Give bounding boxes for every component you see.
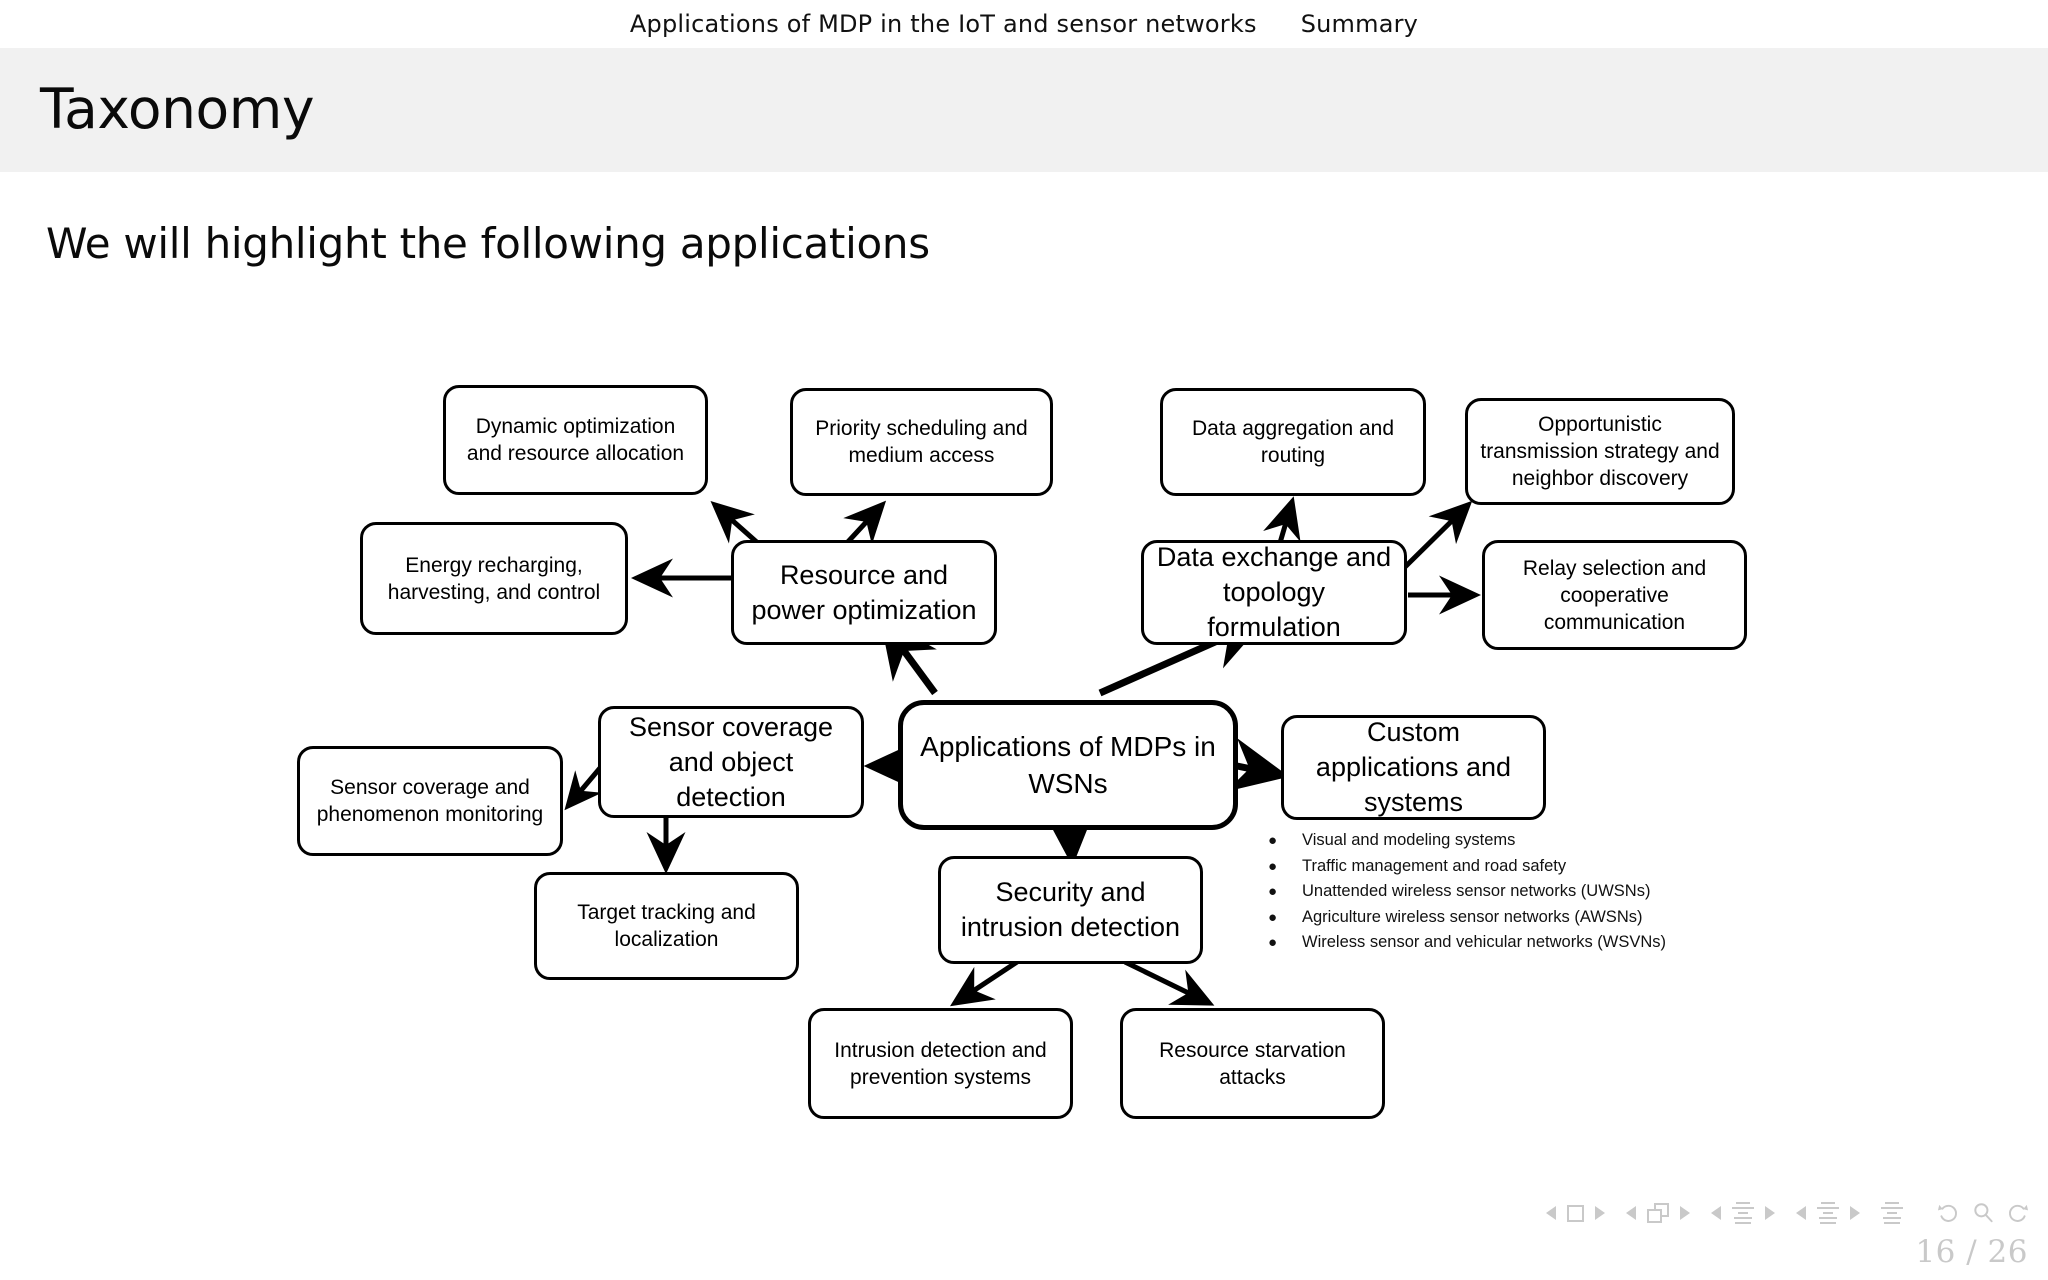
breadcrumb-summary[interactable]: Summary <box>1300 10 1419 38</box>
node-label: Sensor coverage and phenomenon monitorin… <box>316 776 544 826</box>
node-priority-scheduling[interactable]: Priority scheduling and medium access <box>790 388 1053 496</box>
page-number: 16 / 26 <box>1915 1234 2028 1270</box>
subsection-nav-group <box>1626 1203 1690 1223</box>
node-label: Applications of MDPs in WSNs <box>920 731 1216 799</box>
node-hub-applications-mdp-wsn[interactable]: Applications of MDPs in WSNs <box>898 700 1238 830</box>
list-item: ● Traffic management and road safety <box>1268 854 1738 880</box>
node-resource-power-optimization[interactable]: Resource and power optimization <box>731 540 997 645</box>
node-label: Security and intrusion detection <box>960 877 1181 942</box>
list-item: ● Unattended wireless sensor networks (U… <box>1268 879 1738 905</box>
node-label: Custom applications and systems <box>1315 717 1512 817</box>
frame-nav-group <box>1546 1204 1605 1222</box>
frame-icon[interactable] <box>1567 1204 1584 1222</box>
document-nav-group <box>1881 1201 1903 1225</box>
node-energy-recharging[interactable]: Energy recharging, harvesting, and contr… <box>360 522 628 635</box>
list-item-label: Visual and modeling systems <box>1302 831 1516 849</box>
node-label: Dynamic optimization and resource alloca… <box>466 415 685 465</box>
node-sensor-object-detection[interactable]: Sensor coverage and object detection <box>598 706 864 818</box>
next-section-icon[interactable] <box>1765 1206 1775 1220</box>
history-nav-group <box>1936 1200 2030 1226</box>
bullet-icon: ● <box>1268 883 1278 900</box>
node-label: Resource starvation attacks <box>1159 1038 1346 1089</box>
subsection-icon[interactable] <box>1647 1203 1669 1223</box>
list-item-label: Wireless sensor and vehicular networks (… <box>1302 933 1667 951</box>
next-part-icon[interactable] <box>1850 1206 1860 1220</box>
list-item: ● Wireless sensor and vehicular networks… <box>1268 930 1738 956</box>
breadcrumb-section[interactable]: Applications of MDP in the IoT and senso… <box>629 10 1257 38</box>
list-item-label: Agriculture wireless sensor networks (AW… <box>1302 907 1643 926</box>
document-icon[interactable] <box>1881 1201 1903 1225</box>
lead-paragraph: We will highlight the following applicat… <box>46 219 930 268</box>
bullet-icon: ● <box>1268 832 1278 849</box>
node-label: Data exchange and topology formulation <box>1156 542 1392 642</box>
prev-subsection-icon[interactable] <box>1626 1206 1636 1220</box>
node-label: Relay selection and cooperative communic… <box>1522 556 1707 634</box>
bullet-icon: ● <box>1268 857 1278 875</box>
node-dynamic-optimization[interactable]: Dynamic optimization and resource alloca… <box>443 385 708 495</box>
node-label: Priority scheduling and medium access <box>815 417 1028 467</box>
beamer-navigation-symbols <box>1546 1200 2030 1226</box>
node-label: Opportunistic transmission strategy and … <box>1480 413 1720 490</box>
node-opportunistic-transmission[interactable]: Opportunistic transmission strategy and … <box>1465 398 1735 505</box>
section-nav-group <box>1711 1201 1775 1225</box>
node-intrusion-prevention-systems[interactable]: Intrusion detection and prevention syste… <box>808 1008 1073 1119</box>
list-item: ● Agriculture wireless sensor networks (… <box>1268 905 1738 931</box>
bullet-icon: ● <box>1268 934 1278 951</box>
section-icon[interactable] <box>1732 1201 1754 1225</box>
list-item-label: Unattended wireless sensor networks (UWS… <box>1302 882 1651 900</box>
list-item-label: Traffic management and road safety <box>1302 856 1567 875</box>
next-subsection-icon[interactable] <box>1680 1206 1690 1220</box>
part-nav-group <box>1796 1201 1860 1225</box>
node-security-intrusion-detection[interactable]: Security and intrusion detection <box>938 856 1203 964</box>
node-custom-applications[interactable]: Custom applications and systems <box>1281 715 1546 820</box>
frame-title-band <box>0 48 2048 172</box>
node-target-tracking[interactable]: Target tracking and localization <box>534 872 799 980</box>
node-label: Intrusion detection and prevention syste… <box>834 1038 1047 1089</box>
back-icon[interactable] <box>1936 1200 1962 1226</box>
node-label: Resource and power optimization <box>751 559 977 625</box>
prev-part-icon[interactable] <box>1796 1206 1806 1220</box>
node-label: Target tracking and localization <box>577 901 756 951</box>
beamer-headline-nav: Applications of MDP in the IoT and senso… <box>0 0 2048 48</box>
prev-section-icon[interactable] <box>1711 1206 1721 1220</box>
node-relay-selection[interactable]: Relay selection and cooperative communic… <box>1482 540 1747 650</box>
node-label: Sensor coverage and object detection <box>628 711 834 812</box>
node-label: Energy recharging, harvesting, and contr… <box>387 553 601 604</box>
node-label: Data aggregation and routing <box>1192 417 1394 467</box>
next-frame-icon[interactable] <box>1595 1206 1605 1220</box>
bullet-icon: ● <box>1268 908 1278 926</box>
node-sensor-phenomenon-monitoring[interactable]: Sensor coverage and phenomenon monitorin… <box>297 746 563 856</box>
list-item: ● Visual and modeling systems <box>1268 828 1738 854</box>
search-icon[interactable] <box>1970 1200 1996 1226</box>
node-resource-starvation-attacks[interactable]: Resource starvation attacks <box>1120 1008 1385 1119</box>
node-data-exchange-topology[interactable]: Data exchange and topology formulation <box>1141 540 1407 645</box>
forward-icon[interactable] <box>2004 1200 2030 1226</box>
node-data-aggregation[interactable]: Data aggregation and routing <box>1160 388 1426 496</box>
page-title: Taxonomy <box>40 77 315 141</box>
part-icon[interactable] <box>1817 1201 1839 1225</box>
prev-frame-icon[interactable] <box>1546 1206 1556 1220</box>
custom-applications-bullet-list: ● Visual and modeling systems ● Traffic … <box>1268 828 1738 956</box>
